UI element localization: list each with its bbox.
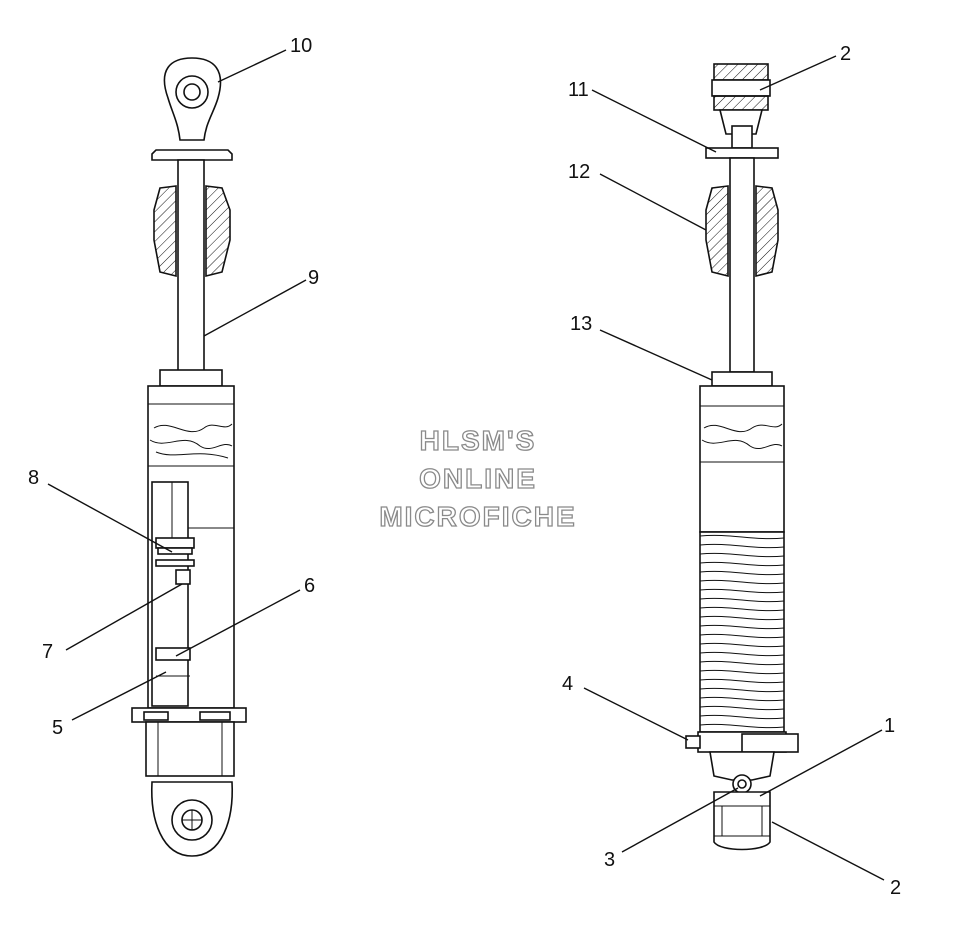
bumper-right bbox=[705, 185, 779, 278]
bottom-eye-right bbox=[713, 791, 771, 851]
callout-1: 1 bbox=[884, 715, 895, 737]
watermark-line-2: ONLINE bbox=[419, 463, 537, 494]
callout-11: 11 bbox=[568, 79, 589, 101]
callout-13: 13 bbox=[570, 313, 592, 335]
callout-5: 5 bbox=[52, 717, 63, 739]
watermark-line-3: MICROFICHE bbox=[379, 501, 576, 532]
callout-2-bottom: 2 bbox=[890, 877, 901, 899]
adjuster-ring-left bbox=[131, 707, 247, 723]
callout-12: 12 bbox=[568, 161, 590, 183]
right-shock-assembly bbox=[685, 63, 799, 851]
callout-4: 4 bbox=[562, 673, 573, 695]
top-bushing bbox=[705, 63, 779, 159]
callouts: 10 9 8 7 6 5 2 11 12 13 4 1 3 2 bbox=[28, 35, 901, 899]
callout-8: 8 bbox=[28, 467, 39, 489]
watermark: HLSM'S ONLINE MICROFICHE bbox=[379, 424, 576, 532]
callout-3: 3 bbox=[604, 849, 615, 871]
bumper-left bbox=[153, 185, 231, 278]
leader-lines bbox=[47, 49, 885, 881]
callout-2-top: 2 bbox=[840, 43, 851, 65]
watermark-line-1: HLSM'S bbox=[420, 425, 537, 456]
callout-7: 7 bbox=[42, 641, 53, 663]
left-shock-assembly bbox=[131, 57, 247, 857]
coil-spring bbox=[699, 531, 785, 733]
bottom-eyelet-left bbox=[151, 781, 233, 857]
shock-body-left bbox=[147, 385, 235, 709]
top-eyelet bbox=[151, 57, 233, 161]
callout-6: 6 bbox=[304, 575, 315, 597]
callout-9: 9 bbox=[308, 267, 319, 289]
shaft bbox=[177, 159, 205, 373]
callout-10: 10 bbox=[290, 35, 312, 57]
